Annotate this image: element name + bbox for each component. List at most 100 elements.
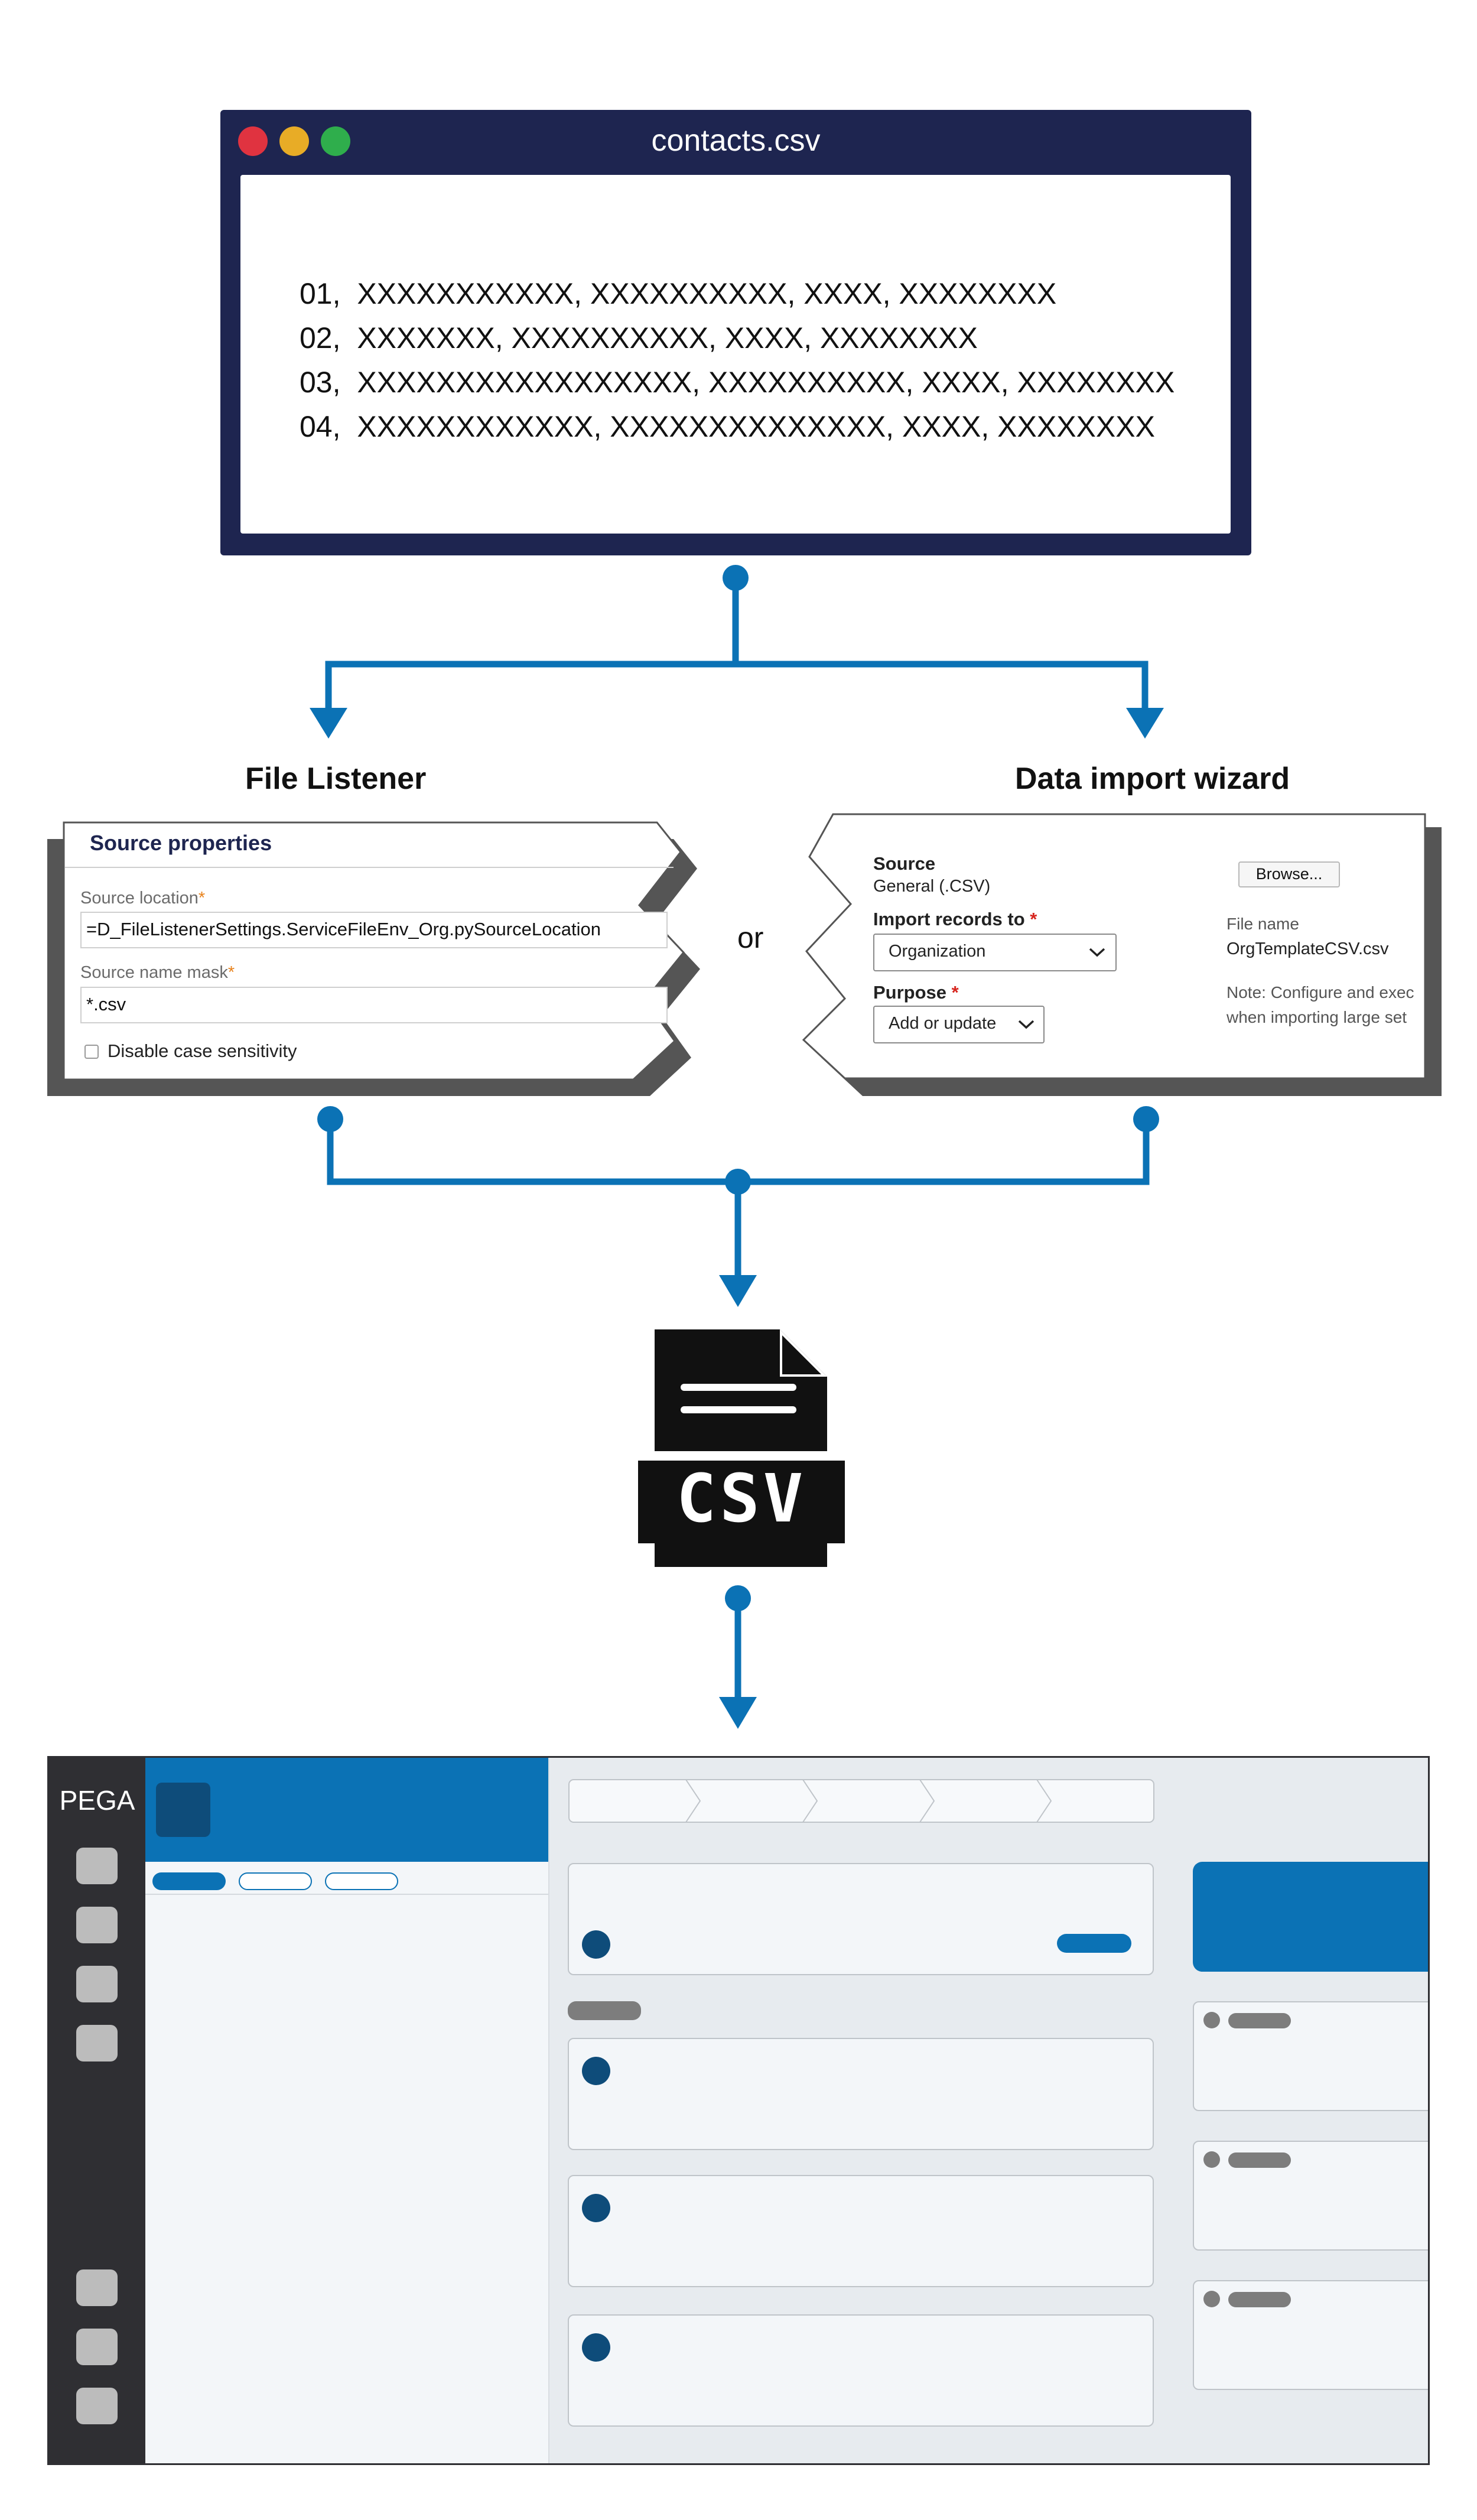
arrow-down-icon — [719, 1275, 757, 1307]
tab-active[interactable] — [152, 1872, 226, 1890]
source-location-label: Source location* — [80, 889, 205, 908]
row-values: XXXXXXXXXXXXXXXXX, XXXXXXXXXX, XXXX, XXX… — [357, 366, 1175, 399]
pega-app-window: PEGA — [47, 1756, 1430, 2465]
purpose-select[interactable]: Add or update — [873, 1006, 1045, 1043]
action-button[interactable] — [1057, 1934, 1131, 1953]
item-icon — [582, 2194, 610, 2222]
source-mask-value: *.csv — [86, 994, 126, 1014]
source-value: General (.CSV) — [873, 877, 991, 896]
csv-row-4: 04, XXXXXXXXXXXX, XXXXXXXXXXXXXX, XXXX, … — [300, 409, 1155, 444]
purpose-label: Purpose * — [873, 982, 959, 1003]
note-line: when importing large set — [1227, 1008, 1407, 1026]
tab[interactable] — [239, 1872, 312, 1890]
source-location-input[interactable]: =D_FileListenerSettings.ServiceFileEnv_O… — [80, 912, 668, 948]
source-properties-header: Source properties — [90, 831, 272, 855]
connector-split — [325, 661, 1149, 715]
required-mark: * — [951, 982, 959, 1003]
utility-card — [1193, 2280, 1428, 2390]
nav-item-icon[interactable] — [76, 2269, 118, 2306]
list-item — [568, 2314, 1154, 2427]
file-name-label: File name — [1227, 915, 1299, 933]
label-text: Import records to — [873, 909, 1025, 929]
pega-nav-rail: PEGA — [49, 1758, 145, 2463]
row-number: 01, — [300, 277, 341, 310]
import-records-value: Organization — [889, 942, 986, 961]
nav-item-icon[interactable] — [76, 2329, 118, 2365]
utility-title-placeholder — [1228, 2152, 1291, 2168]
case-sensitivity-checkbox[interactable] — [84, 1045, 99, 1059]
window-title: contacts.csv — [651, 123, 821, 158]
required-mark: * — [198, 889, 206, 908]
label-text: Purpose — [873, 982, 947, 1003]
row-number: 03, — [300, 366, 341, 399]
utility-icon — [1203, 2012, 1220, 2028]
pega-logo: PEGA — [59, 1785, 135, 1816]
file-listener-title: File Listener — [245, 762, 427, 796]
item-icon — [582, 2333, 610, 2362]
note-line: Note: Configure and exec — [1227, 983, 1414, 1002]
csv-row-2: 02, XXXXXXX, XXXXXXXXXX, XXXX, XXXXXXXX — [300, 321, 978, 355]
case-avatar — [156, 1783, 210, 1837]
nav-item-icon[interactable] — [76, 2025, 118, 2061]
utility-card — [1193, 2001, 1428, 2111]
required-mark: * — [227, 963, 235, 982]
list-item — [568, 2038, 1154, 2150]
chevron-down-icon — [1018, 1020, 1034, 1029]
stage-breadcrumb — [568, 1779, 1154, 1823]
item-icon — [582, 2057, 610, 2085]
purpose-value: Add or update — [889, 1014, 997, 1033]
utility-icon — [1203, 2291, 1220, 2307]
arrow-down-icon — [1126, 708, 1164, 739]
csv-row-1: 01, XXXXXXXXXXX, XXXXXXXXXX, XXXX, XXXXX… — [300, 277, 1056, 311]
row-number: 02, — [300, 321, 341, 355]
tab[interactable] — [325, 1872, 398, 1890]
utility-icon — [1203, 2151, 1220, 2168]
file-name-value: OrgTemplateCSV.csv — [1227, 939, 1389, 958]
csv-file-icon — [638, 1329, 845, 1567]
source-location-value: =D_FileListenerSettings.ServiceFileEnv_O… — [86, 919, 601, 939]
case-sensitivity-label: Disable case sensitivity — [108, 1040, 297, 1061]
required-mark: * — [1030, 909, 1037, 929]
primary-action-tile[interactable] — [1193, 1862, 1428, 1972]
import-records-select[interactable]: Organization — [873, 934, 1117, 971]
csv-icon-label: CSV — [676, 1461, 807, 1537]
csv-content-area: 01, XXXXXXXXXXX, XXXXXXXXXX, XXXX, XXXXX… — [240, 175, 1231, 534]
nav-item-icon[interactable] — [76, 1966, 118, 2002]
arrow-down-icon — [310, 708, 347, 739]
close-window-dot[interactable] — [238, 126, 268, 156]
data-import-wizard-title: Data import wizard — [1015, 762, 1290, 796]
connector-node — [1133, 1106, 1159, 1132]
nav-item-icon[interactable] — [76, 1907, 118, 1943]
csv-row-3: 03, XXXXXXXXXXXXXXXXX, XXXXXXXXXX, XXXX,… — [300, 365, 1175, 399]
import-records-label: Import records to * — [873, 909, 1037, 930]
case-header-banner — [145, 1758, 548, 1862]
connector-node — [723, 565, 749, 591]
arrow-down-icon — [719, 1697, 757, 1729]
chevron-down-icon — [1089, 948, 1105, 957]
csv-file-window: contacts.csv 01, XXXXXXXXXXX, XXXXXXXXXX… — [220, 110, 1251, 555]
row-values: XXXXXXX, XXXXXXXXXX, XXXX, XXXXXXXX — [357, 321, 978, 355]
source-label: Source — [873, 853, 936, 874]
browse-button[interactable]: Browse... — [1238, 861, 1340, 887]
import-note: Note: Configure and exec when importing … — [1227, 983, 1424, 1036]
utility-title-placeholder — [1228, 2013, 1291, 2028]
case-summary-panel — [145, 1758, 549, 2463]
divider — [145, 1894, 548, 1895]
source-mask-input[interactable]: *.csv — [80, 987, 668, 1023]
connector-node — [317, 1106, 343, 1132]
nav-item-icon[interactable] — [76, 2388, 118, 2424]
connector-node — [725, 1585, 751, 1611]
list-item — [568, 2175, 1154, 2287]
nav-item-icon[interactable] — [76, 1848, 118, 1884]
minimize-window-dot[interactable] — [279, 126, 309, 156]
source-mask-label: Source name mask* — [80, 963, 235, 983]
utility-title-placeholder — [1228, 2292, 1291, 2307]
label-text: Source name mask — [80, 963, 228, 982]
action-card — [568, 1863, 1154, 1975]
label-text: Source location — [80, 889, 199, 908]
maximize-window-dot[interactable] — [321, 126, 350, 156]
section-heading-placeholder — [568, 2001, 641, 2020]
row-number: 04, — [300, 410, 341, 443]
connector-node — [725, 1169, 751, 1195]
